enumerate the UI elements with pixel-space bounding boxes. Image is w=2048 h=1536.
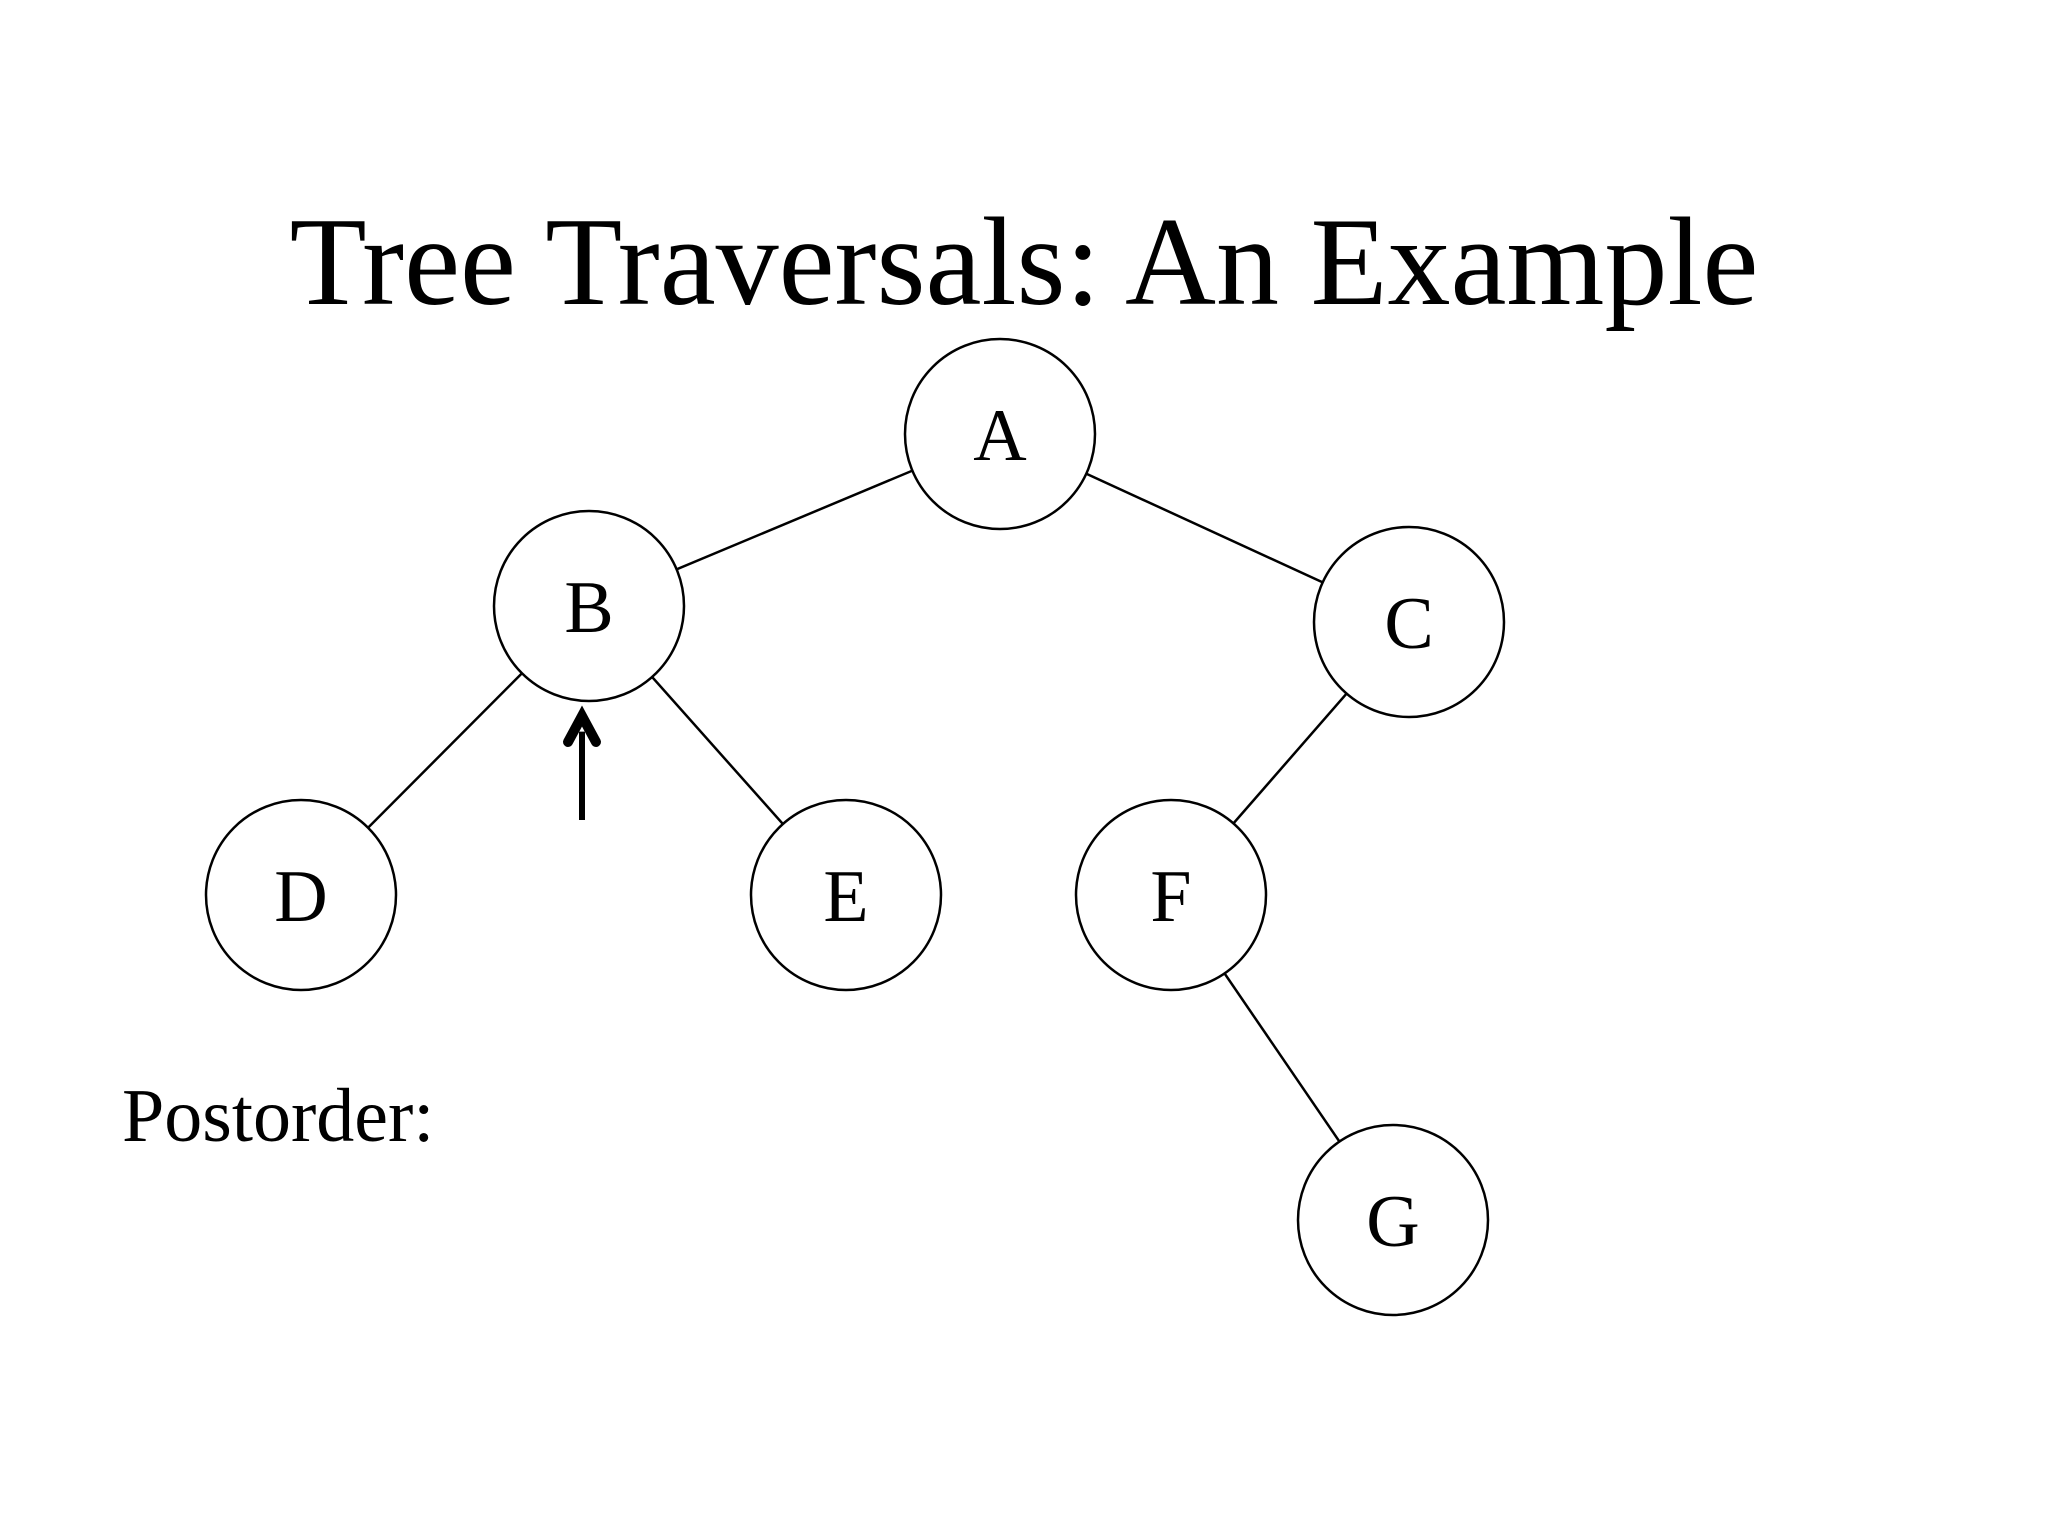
tree-node-circle-D: [204, 798, 398, 992]
tree-node-label-E: E: [823, 856, 868, 938]
up-arrow-icon: [563, 705, 601, 747]
tree-node-C: C: [1312, 525, 1506, 719]
tree-node-label-D: D: [274, 856, 327, 938]
tree-node-circle-A: [903, 337, 1097, 531]
tree-node-circle-C: [1312, 525, 1506, 719]
tree-node-label-B: B: [564, 567, 613, 649]
tree-node-label-F: F: [1150, 856, 1191, 938]
tree-node-E: E: [749, 798, 943, 992]
tree-node-circle-F: [1074, 798, 1268, 992]
tree-node-B: B: [492, 509, 686, 703]
tree-node-F: F: [1074, 798, 1268, 992]
tree-node-circle-B: [492, 509, 686, 703]
tree-node-circle-E: [749, 798, 943, 992]
tree-node-D: D: [204, 798, 398, 992]
tree-node-label-C: C: [1384, 583, 1433, 665]
tree-node-A: A: [903, 337, 1097, 531]
tree-node-label-A: A: [973, 395, 1026, 477]
tree-node-G: G: [1296, 1123, 1490, 1317]
tree-node-circle-G: [1296, 1123, 1490, 1317]
tree-node-label-G: G: [1366, 1181, 1419, 1263]
slide-title: Tree Traversals: An Example: [289, 193, 1759, 332]
postorder-caption: Postorder:: [122, 1074, 435, 1158]
